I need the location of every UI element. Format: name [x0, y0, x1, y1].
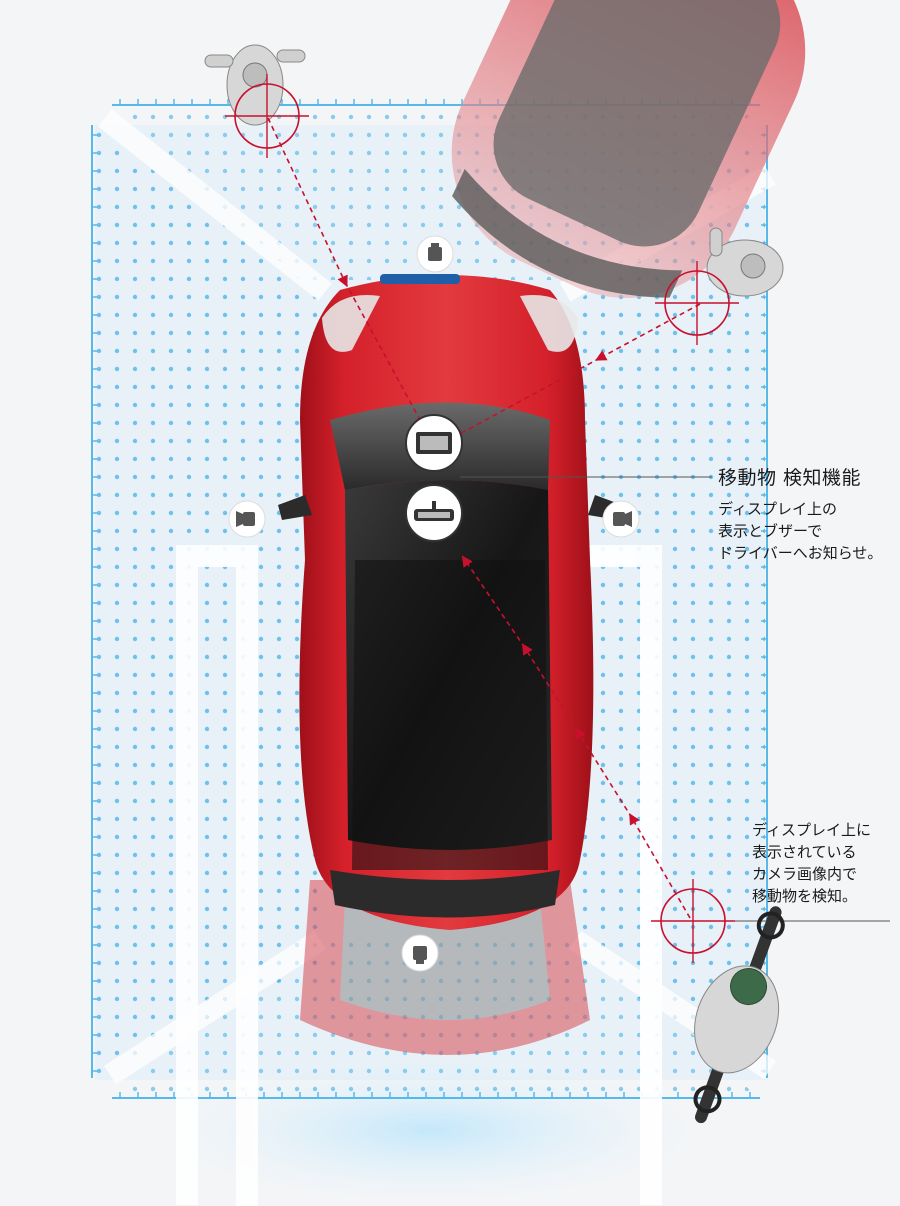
feature-caption: 移動物 検知機能 ディスプレイ上の 表示とブザーで ドライバーへお知らせ。 [718, 463, 882, 564]
detection-arrows [267, 117, 701, 919]
arrow-bottom-right-inner [522, 643, 579, 733]
left-camera-badge [228, 500, 266, 538]
arrow-right-inner [440, 357, 601, 445]
rear-camera-icon [413, 946, 427, 964]
detection-line-3: カメラ画像内で [752, 865, 858, 883]
detection-targets [225, 74, 739, 963]
front-camera-icon [428, 243, 442, 261]
left-coverage-zone [95, 125, 320, 1080]
pedestrian-right [706, 227, 784, 297]
right-camera-icon [613, 511, 632, 527]
main-car [278, 274, 622, 930]
display-badge [405, 414, 463, 472]
car-reflection [300, 880, 590, 1055]
front-camera-badge [416, 235, 454, 273]
rear-camera-badge [401, 934, 439, 972]
target-pedestrian-top-left [225, 74, 309, 158]
feature-line-3: ドライバーへお知らせ。 [718, 544, 883, 562]
target-pedestrian-right [655, 261, 739, 345]
arrow-bottom-right-mid [575, 727, 633, 819]
cyclist [693, 906, 785, 1124]
right-coverage-zone [580, 125, 765, 1080]
detection-caption: ディスプレイ上に 表示されている カメラ画像内で 移動物を検知。 [752, 819, 871, 907]
right-camera-badge [602, 500, 640, 538]
rearview-mirror-icon [414, 501, 454, 521]
arrow-top-left-inner [344, 281, 435, 447]
approaching-car [451, 0, 806, 298]
target-cyclist [651, 879, 735, 963]
detection-line-4: 移動物を検知。 [752, 887, 858, 905]
arrow-top-left [267, 117, 348, 288]
mirror-badge [405, 484, 463, 542]
feature-line-2: 表示とブザーで [718, 522, 823, 540]
detection-line-1: ディスプレイ上に [752, 821, 871, 839]
feature-line-1: ディスプレイ上の [718, 500, 837, 518]
display-icon [416, 432, 452, 454]
arrow-bottom-right [629, 813, 691, 919]
arrow-right [595, 303, 701, 361]
feature-title: 移動物 検知機能 [718, 467, 862, 489]
left-camera-icon [236, 511, 255, 527]
parking-lines [176, 545, 662, 1206]
detection-line-2: 表示されている [752, 843, 857, 861]
